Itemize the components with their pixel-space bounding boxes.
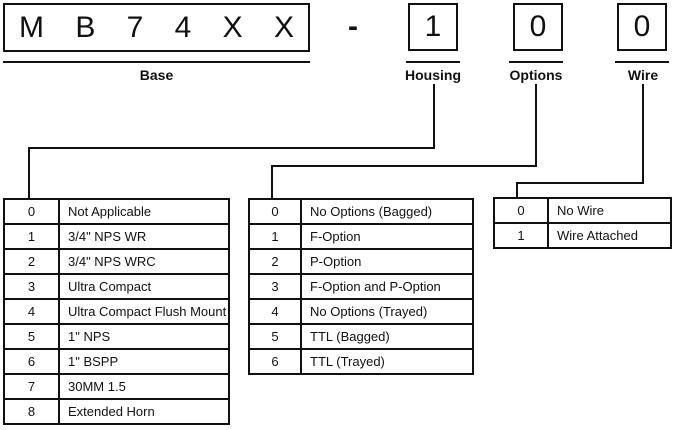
base-label: Base: [139, 67, 174, 83]
base-underline: [3, 61, 310, 63]
table-row: 1 3/4" NPS WR: [3, 223, 230, 250]
housing-connector-drop: [433, 84, 435, 149]
housing-digit: 1: [424, 10, 442, 43]
housing-connector-entry: [28, 147, 30, 198]
base-char-5: X: [222, 10, 243, 44]
table-row: 0 No Wire: [493, 197, 672, 224]
base-char-4: 4: [174, 10, 192, 44]
wire-digit: 0: [633, 10, 651, 43]
base-char-2: B: [75, 10, 96, 44]
code-cell: 2: [3, 248, 60, 275]
options-connector-horizontal: [271, 165, 537, 167]
housing-underline: [406, 61, 460, 63]
wire-label: Wire: [627, 67, 659, 83]
code-cell: 6: [3, 348, 60, 375]
code-cell: 2: [248, 248, 302, 275]
wire-digit-box: 0: [617, 3, 667, 51]
table-row: 0 No Options (Bagged): [248, 198, 474, 225]
code-cell: 5: [3, 323, 60, 350]
desc-cell: F-Option: [300, 223, 474, 250]
options-label: Options: [509, 67, 563, 83]
code-cell: 5: [248, 323, 302, 350]
desc-cell: Ultra Compact Flush Mount: [58, 298, 230, 325]
desc-cell: Not Applicable: [58, 198, 230, 225]
desc-cell: TTL (Bagged): [300, 323, 474, 350]
desc-cell: F-Option and P-Option: [300, 273, 474, 300]
wire-codes-table: 0 No Wire 1 Wire Attached: [493, 197, 672, 249]
desc-cell: No Wire: [547, 197, 672, 224]
table-row: 6 1" BSPP: [3, 348, 230, 375]
desc-cell: Ultra Compact: [58, 273, 230, 300]
options-connector-entry: [271, 165, 273, 198]
code-cell: 8: [3, 398, 60, 425]
options-connector-drop: [535, 84, 537, 167]
options-underline: [509, 61, 563, 63]
code-cell: 3: [248, 273, 302, 300]
desc-cell: Wire Attached: [547, 222, 672, 249]
desc-cell: TTL (Trayed): [300, 348, 474, 375]
desc-cell: Extended Horn: [58, 398, 230, 425]
wire-underline: [615, 61, 669, 63]
desc-cell: No Options (Bagged): [300, 198, 474, 225]
table-row: 8 Extended Horn: [3, 398, 230, 425]
housing-codes-table: 0 Not Applicable 1 3/4" NPS WR 2 3/4" NP…: [3, 198, 230, 425]
code-cell: 6: [248, 348, 302, 375]
base-char-3: 7: [126, 10, 144, 44]
code-cell: 0: [493, 197, 549, 224]
housing-connector-horizontal: [28, 147, 435, 149]
housing-digit-box: 1: [408, 3, 458, 51]
wire-connector-entry: [516, 182, 518, 197]
table-row: 3 Ultra Compact: [3, 273, 230, 300]
code-cell: 1: [493, 222, 549, 249]
table-row: 2 P-Option: [248, 248, 474, 275]
code-cell: 4: [248, 298, 302, 325]
desc-cell: 1" BSPP: [58, 348, 230, 375]
desc-cell: 30MM 1.5: [58, 373, 230, 400]
housing-label: Housing: [405, 67, 461, 83]
desc-cell: No Options (Trayed): [300, 298, 474, 325]
base-char-1: M: [19, 10, 44, 44]
table-row: 1 Wire Attached: [493, 222, 672, 249]
table-row: 6 TTL (Trayed): [248, 348, 474, 375]
options-digit: 0: [529, 10, 547, 43]
code-cell: 4: [3, 298, 60, 325]
code-cell: 3: [3, 273, 60, 300]
table-row: 3 F-Option and P-Option: [248, 273, 474, 300]
desc-cell: P-Option: [300, 248, 474, 275]
code-cell: 0: [248, 198, 302, 225]
base-code-box: M B 7 4 X X: [3, 3, 310, 52]
code-cell: 7: [3, 373, 60, 400]
desc-cell: 3/4" NPS WRC: [58, 248, 230, 275]
separator-dash: -: [348, 10, 358, 43]
desc-cell: 1" NPS: [58, 323, 230, 350]
table-row: 4 No Options (Trayed): [248, 298, 474, 325]
table-row: 2 3/4" NPS WRC: [3, 248, 230, 275]
code-cell: 1: [248, 223, 302, 250]
table-row: 0 Not Applicable: [3, 198, 230, 225]
options-codes-table: 0 No Options (Bagged) 1 F-Option 2 P-Opt…: [248, 198, 474, 375]
table-row: 1 F-Option: [248, 223, 474, 250]
wire-connector-horizontal: [516, 182, 644, 184]
code-cell: 0: [3, 198, 60, 225]
code-cell: 1: [3, 223, 60, 250]
table-row: 5 TTL (Bagged): [248, 323, 474, 350]
wire-connector-drop: [642, 84, 644, 184]
table-row: 4 Ultra Compact Flush Mount: [3, 298, 230, 325]
base-char-6: X: [273, 10, 294, 44]
table-row: 5 1" NPS: [3, 323, 230, 350]
desc-cell: 3/4" NPS WR: [58, 223, 230, 250]
options-digit-box: 0: [513, 3, 563, 51]
table-row: 7 30MM 1.5: [3, 373, 230, 400]
